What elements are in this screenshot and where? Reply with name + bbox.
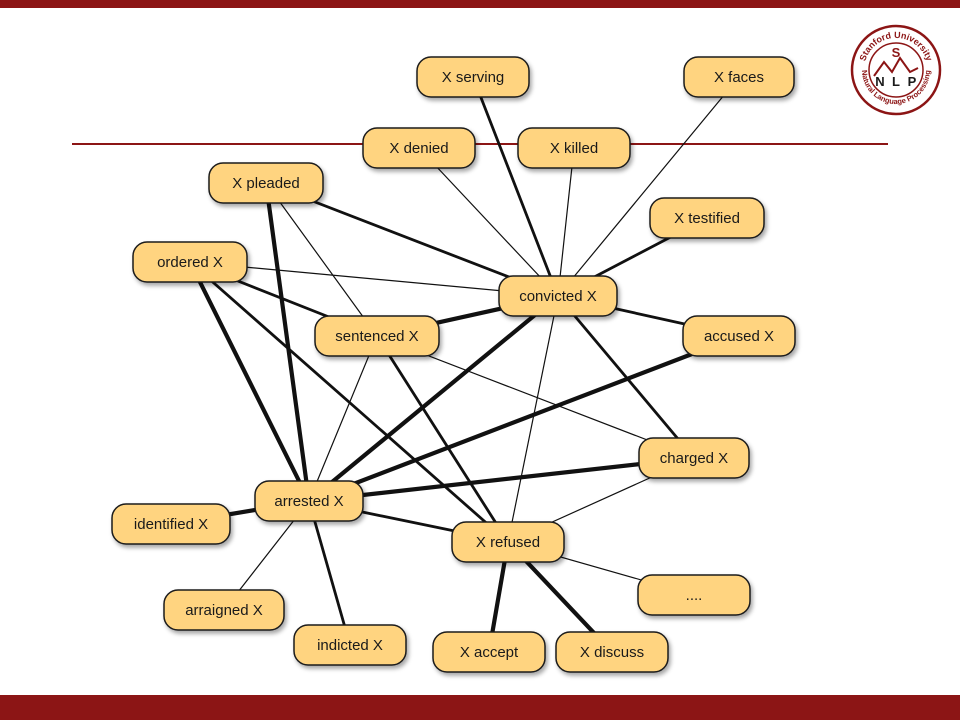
- node-label: X refused: [476, 534, 540, 551]
- node-ordered: ordered X: [132, 241, 248, 283]
- node-label: X killed: [550, 140, 598, 157]
- node-arrested: arrested X: [254, 480, 364, 522]
- node-box: [498, 275, 618, 317]
- edge-pleaded-sentenced: [265, 182, 378, 337]
- node-discuss: X discuss: [555, 631, 669, 673]
- node-indicted: indicted X: [293, 624, 407, 666]
- mountain-icon: [873, 56, 919, 77]
- edge-sentenced-charged: [376, 335, 695, 459]
- node-label: X faces: [714, 69, 764, 86]
- node-box: [314, 315, 440, 357]
- edge-pleaded-arrested: [263, 180, 312, 504]
- title-rule: [72, 143, 888, 145]
- node-box: [517, 127, 631, 169]
- logo-letter-p: P: [908, 74, 917, 89]
- node-box: [208, 162, 324, 204]
- node-label: accused X: [704, 328, 774, 345]
- node-arraigned: arraigned X: [163, 589, 285, 631]
- node-denied: X denied: [362, 127, 476, 169]
- bottom-brand-bar: [0, 695, 960, 720]
- node-sentenced: sentenced X: [314, 315, 440, 357]
- edge-refused-convicted: [507, 295, 559, 543]
- node-box: [451, 521, 565, 563]
- edge-sentenced-arrested: [308, 335, 378, 502]
- node-label: X discuss: [580, 644, 644, 661]
- node-label: X accept: [460, 644, 519, 661]
- edge-arrested-convicted: [306, 293, 561, 504]
- edge-ordered-arrested: [187, 259, 312, 504]
- node-identified: identified X: [111, 503, 231, 545]
- node-accept: X accept: [432, 631, 546, 673]
- node-label: ordered X: [157, 254, 223, 271]
- node-box: [649, 197, 765, 239]
- node-box: [111, 503, 231, 545]
- node-box: [293, 624, 407, 666]
- node-more: ....: [637, 574, 751, 616]
- node-refused: X refused: [451, 521, 565, 563]
- node-box: [637, 574, 751, 616]
- node-box: [432, 631, 546, 673]
- graph-nodes: X serving X faces X denied X killed X pleade…: [111, 56, 796, 673]
- node-box: [555, 631, 669, 673]
- edge-ordered-refused: [188, 260, 510, 544]
- node-label: charged X: [660, 450, 728, 467]
- node-accused: accused X: [682, 315, 796, 357]
- edge-charged-convicted: [556, 294, 696, 460]
- edge-denied-convicted: [418, 147, 559, 297]
- edge-arrested-accused: [306, 333, 742, 504]
- edge-ordered-convicted: [189, 261, 559, 297]
- stanford-nlp-logo: Stanford University Natural Language Pro…: [850, 24, 942, 116]
- node-label: identified X: [134, 516, 208, 533]
- node-convicted: convicted X: [498, 275, 618, 317]
- logo-letter-n: N: [875, 74, 884, 89]
- node-box: [254, 480, 364, 522]
- node-label: X testified: [674, 210, 740, 227]
- node-box: [163, 589, 285, 631]
- node-charged: charged X: [638, 437, 750, 479]
- node-box: [683, 56, 795, 98]
- logo-letter-s: S: [892, 45, 901, 60]
- node-killed: X killed: [517, 127, 631, 169]
- logo-ring-inner: [868, 42, 924, 98]
- edge-arrested-charged: [306, 455, 697, 504]
- node-label: convicted X: [519, 288, 597, 305]
- node-pleaded: X pleaded: [208, 162, 324, 204]
- node-label: sentenced X: [335, 328, 418, 345]
- node-box: [682, 315, 796, 357]
- node-faces: X faces: [683, 56, 795, 98]
- edge-killed-convicted: [557, 147, 575, 297]
- edge-arrested-indicted: [307, 499, 352, 647]
- node-box: [362, 127, 476, 169]
- node-testified: X testified: [649, 197, 765, 239]
- logo-letter-l: L: [892, 74, 900, 89]
- node-box: [416, 56, 530, 98]
- top-brand-bar: [0, 0, 960, 8]
- node-label: X serving: [442, 69, 505, 86]
- node-label: ....: [686, 587, 703, 604]
- node-label: indicted X: [317, 637, 383, 654]
- edge-sentenced-refused: [375, 334, 510, 544]
- edge-faces-convicted: [557, 76, 740, 297]
- node-box: [132, 241, 248, 283]
- node-label: arraigned X: [185, 602, 263, 619]
- node-box: [638, 437, 750, 479]
- node-label: X pleaded: [232, 175, 300, 192]
- node-label: X denied: [389, 140, 448, 157]
- node-serving: X serving: [416, 56, 530, 98]
- node-label: arrested X: [274, 493, 343, 510]
- edge-serving-convicted: [471, 75, 560, 298]
